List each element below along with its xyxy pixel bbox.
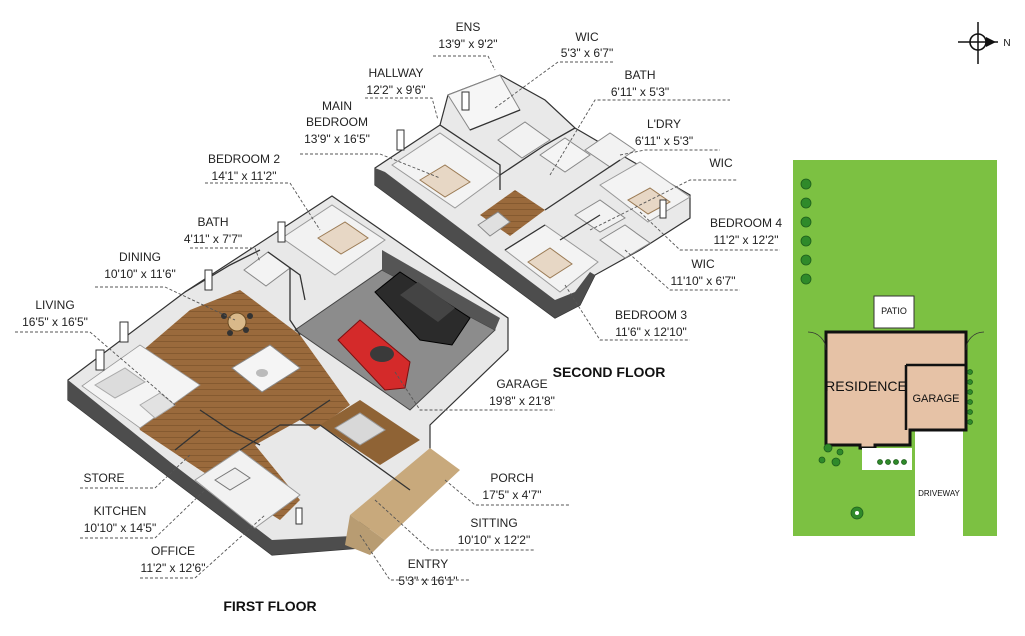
bath-first-name: BATH <box>197 215 228 229</box>
entry-path <box>345 515 385 555</box>
second-floor-walls <box>439 109 621 251</box>
porch-floor <box>350 448 460 540</box>
first-floor-wall-east <box>272 520 372 555</box>
site-patio-label: PATIO <box>881 306 907 316</box>
kitchen-sink <box>256 369 268 377</box>
living-sofa <box>94 367 146 399</box>
dining-chair <box>247 313 253 319</box>
ldry-dims: 6'11" x 5'3" <box>635 134 693 148</box>
office-dims: 11'2" x 12'6" <box>141 561 206 575</box>
site-residence-label: RESIDENCE <box>825 378 907 394</box>
garage-dims: 19'8" x 21'8" <box>489 394 555 408</box>
kitchen-dims: 10'10" x 14'5" <box>84 521 157 535</box>
second-floor-wall-south <box>375 168 555 318</box>
bedroom4-name: BEDROOM 4 <box>710 216 782 230</box>
dining-table <box>227 312 247 332</box>
main-bed <box>419 164 471 198</box>
kitchen-name: KITCHEN <box>94 504 147 518</box>
store-name: STORE <box>83 471 124 485</box>
second-floor-title: SECOND FLOOR <box>553 364 666 380</box>
bath-first-dims: 4'11" x 7'7" <box>184 232 242 246</box>
site-driveway-label: DRIVEWAY <box>918 489 960 498</box>
bedroom3-name: BEDROOM 3 <box>615 308 687 322</box>
dining-dims: 10'10" x 11'6" <box>104 267 176 281</box>
first-floor-windows <box>95 221 303 525</box>
wic-low-name: WIC <box>691 257 715 271</box>
first-floor-wall-south <box>68 380 272 555</box>
site-driveway <box>915 430 963 536</box>
dining-chair <box>221 313 227 319</box>
second-floor-windows <box>396 91 667 219</box>
dining-chair <box>243 327 249 333</box>
sitting-sofa <box>334 412 386 446</box>
black-suv-roof <box>400 282 455 322</box>
dining-chair <box>227 330 233 336</box>
living-dims: 16'5" x 16'5" <box>22 315 88 329</box>
wic-low-floor <box>599 224 651 259</box>
second-floor-plan <box>374 74 691 319</box>
compass-icon: N <box>958 22 1011 64</box>
bath-top-dims: 6'11" x 5'3" <box>611 85 669 99</box>
site-front-path <box>862 448 912 470</box>
office-desk <box>214 467 251 491</box>
living-name: LIVING <box>35 298 74 312</box>
main-bedroom-name-2: BEDROOM <box>306 115 368 129</box>
compass-north-label: N <box>1003 38 1010 49</box>
site-door-arc <box>807 331 827 351</box>
garage-wall <box>382 250 500 330</box>
ldry-name: L'DRY <box>647 117 681 131</box>
hallway-name: HALLWAY <box>368 66 423 80</box>
red-car-cabin <box>370 346 394 362</box>
site-door-arc <box>965 331 985 351</box>
sitting-name: SITTING <box>470 516 517 530</box>
bedroom3-dims: 11'6" x 12'10" <box>615 325 687 339</box>
second-floor-wall-east <box>555 272 595 318</box>
bedroom4-dims: 11'2" x 12'2" <box>714 233 779 247</box>
porch-dims: 17'5" x 4'7" <box>482 488 541 502</box>
ldry-floor <box>584 132 636 168</box>
bedroom2-name: BEDROOM 2 <box>208 152 280 166</box>
bedroom2-dims: 14'1" x 11'2" <box>212 169 277 183</box>
first-floor-wood <box>120 290 350 520</box>
wic-low-dims: 11'10" x 6'7" <box>671 274 736 288</box>
entry-name: ENTRY <box>408 557 448 571</box>
site-shrubs <box>800 178 973 520</box>
wic-top-name: WIC <box>575 30 599 44</box>
dining-name: DINING <box>119 250 161 264</box>
bedroom3-bed <box>527 247 573 279</box>
wic-top-dims: 5'3" x 6'7" <box>561 46 613 60</box>
porch-name: PORCH <box>490 471 533 485</box>
site-garage-label: GARAGE <box>912 393 959 405</box>
wic-mid-name: WIC <box>709 156 733 170</box>
wic-mid-floor <box>574 199 626 233</box>
site-residence <box>824 330 968 450</box>
main-bedroom-name-1: MAIN <box>322 99 352 113</box>
sitting-dims: 10'10" x 12'2" <box>458 533 531 547</box>
kitchen-island <box>231 344 301 393</box>
site-patio <box>873 295 915 329</box>
bath-top-floor <box>539 137 591 173</box>
office-name: OFFICE <box>151 544 195 558</box>
first-floor-walls <box>174 249 411 491</box>
ens-dims: 13'9" x 9'2" <box>438 37 497 51</box>
first-floor-plan <box>67 195 509 556</box>
bedroom2-bed <box>317 221 369 255</box>
hallway-dims: 12'2" x 9'6" <box>366 83 425 97</box>
entry-dims: 5'3" x 16'1" <box>398 574 457 588</box>
site-plan: DRIVEWAY PATIO RESIDENCE GARAGE <box>793 160 997 536</box>
bath-top-name: BATH <box>624 68 655 82</box>
room-labels: ENS 13'9" x 9'2" WIC 5'3" x 6'7" HALLWAY… <box>22 20 782 614</box>
site-tree-center <box>855 511 859 515</box>
ens-name: ENS <box>456 20 481 34</box>
label-leader-lines <box>15 55 780 581</box>
wic-top-floor <box>497 121 551 159</box>
main-bedroom-dims: 13'9" x 16'5" <box>304 132 370 146</box>
stairs <box>477 211 511 237</box>
first-floor-title: FIRST FLOOR <box>223 598 316 614</box>
office-floor <box>194 449 301 529</box>
garage-name: GARAGE <box>496 377 547 391</box>
